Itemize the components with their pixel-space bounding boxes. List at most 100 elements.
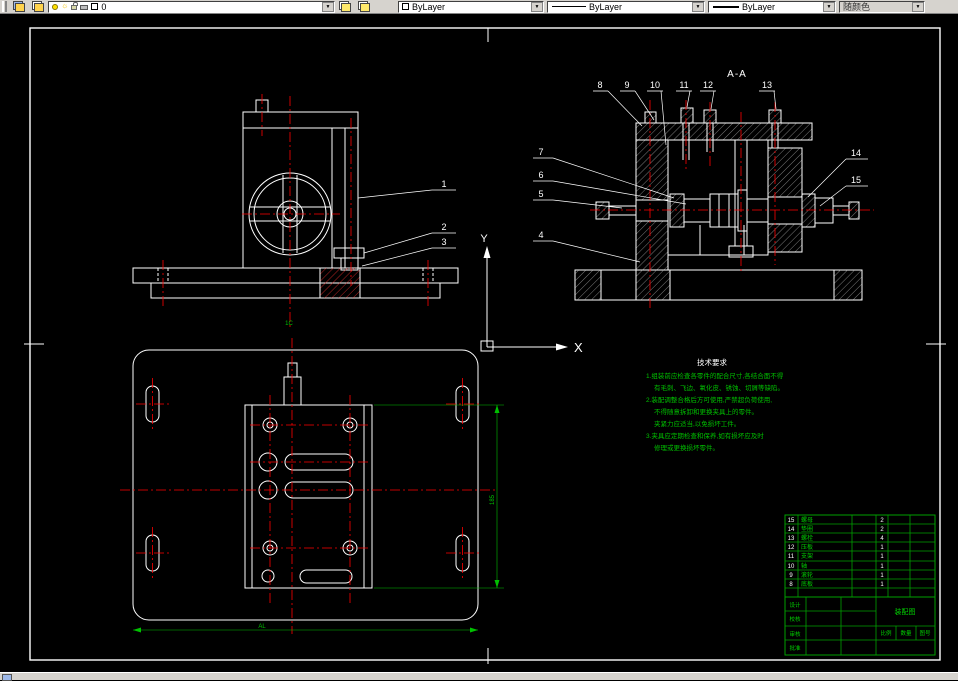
front-dim-text: 1C — [285, 321, 293, 327]
bom-name: 螺母 — [801, 516, 813, 524]
bom-qty: 1 — [880, 582, 884, 588]
bom-qty: 1 — [880, 564, 884, 570]
layer-properties-button[interactable] — [10, 0, 28, 13]
sign-label: 设计 — [789, 601, 801, 609]
layer-lock-icon — [71, 5, 77, 10]
callout-label: 9 — [624, 80, 629, 90]
bom-rows: 15 螺母 2 14 垫圈 2 13 螺栓 4 12 压板 1 11 支架 1 … — [788, 516, 885, 588]
color-value: ByLayer — [409, 2, 445, 12]
tech-notes-line: 2.装配调整合格后方可使用,严禁超负荷使用, — [646, 395, 772, 404]
tech-notes-line: 修理或更换损坏零件。 — [654, 443, 719, 452]
layer-plot-icon — [80, 5, 88, 10]
front-callouts: 1 2 3 — [358, 179, 456, 266]
callout-label: 13 — [762, 80, 772, 90]
bom-no: 15 — [788, 518, 795, 524]
bom-name: 轴 — [801, 562, 807, 570]
make-object-layer-button[interactable] — [336, 0, 354, 13]
bom-no: 8 — [789, 582, 793, 588]
toolbar-grip[interactable] — [2, 1, 7, 12]
info-label: 数量 — [900, 629, 912, 637]
bom-name: 滚轮 — [801, 571, 813, 579]
bom-qty: 2 — [880, 527, 884, 533]
lineweight-dropdown-arrow-icon[interactable]: ▼ — [823, 2, 835, 12]
sign-label: 审核 — [789, 630, 801, 638]
bom-name: 螺栓 — [801, 534, 813, 542]
layer-dropdown-arrow-icon[interactable]: ▼ — [322, 2, 334, 12]
model-space-canvas[interactable]: 1 2 3 1C Y X — [0, 14, 958, 672]
bom-name: 压板 — [801, 543, 813, 551]
layer-select[interactable]: 0 ▼ — [48, 1, 335, 13]
layer-previous-button[interactable] — [355, 0, 373, 13]
plan-dimension-bottom: AL — [133, 624, 478, 633]
callout-label: 15 — [851, 175, 861, 185]
layer-on-bulb-icon — [52, 4, 58, 10]
layer-states-button[interactable] — [29, 0, 47, 13]
make-object-layer-icon — [339, 1, 351, 12]
sign-label: 批准 — [789, 644, 801, 652]
lineweight-value: ByLayer — [739, 2, 775, 12]
ucs-y-label: Y — [480, 233, 488, 245]
plan-dimension-right: 185 — [374, 405, 504, 588]
ucs-icon: Y X — [480, 233, 583, 355]
layer-value: 0 — [98, 2, 106, 12]
bom-no: 12 — [788, 545, 795, 551]
callout-label: 5 — [538, 189, 543, 199]
callout-label: 6 — [538, 170, 543, 180]
object-properties-toolbar: 0 ▼ ByLayer ▼ ByLayer ▼ ByLayer ▼ 随颜色 ▼ — [0, 0, 958, 14]
callout-label: 1 — [441, 179, 446, 189]
bom-qty: 1 — [880, 545, 884, 551]
layer-freeze-sun-icon — [61, 2, 68, 10]
plan-dim-right-text: 185 — [490, 494, 496, 505]
color-select[interactable]: ByLayer ▼ — [398, 1, 544, 13]
color-dropdown-arrow-icon[interactable]: ▼ — [531, 2, 543, 12]
bom-qty: 1 — [880, 554, 884, 560]
bom-no: 11 — [788, 554, 795, 560]
layers-icon — [13, 1, 25, 12]
tech-notes-line: 3.夹具应定期检查和保养,如有损坏应及时 — [646, 431, 764, 440]
plan-centerlines — [120, 338, 496, 634]
linetype-dropdown-arrow-icon[interactable]: ▼ — [692, 2, 704, 12]
callout-label: 14 — [851, 148, 861, 158]
info-label: 图号 — [919, 629, 931, 637]
callout-label: 10 — [650, 80, 660, 90]
tech-notes: 技术要求 1.组装前应检查各零件的配合尺寸,各结合面不得 有毛刺、飞边、氧化皮、… — [646, 357, 784, 452]
linetype-value: ByLayer — [586, 2, 622, 12]
sign-label: 校核 — [789, 615, 801, 623]
bom-no: 9 — [789, 573, 793, 579]
bom-name: 底板 — [801, 580, 813, 588]
cad-drawing: 1 2 3 1C Y X — [0, 14, 958, 672]
bom-qty: 1 — [880, 573, 884, 579]
plan-view: 185 AL — [120, 338, 504, 634]
callout-label: 4 — [538, 230, 543, 240]
bom-no: 13 — [788, 536, 795, 542]
callout-label: 3 — [441, 237, 446, 247]
section-view: A-A — [533, 69, 874, 308]
layer-previous-icon — [358, 1, 370, 12]
plot-style-select[interactable]: 随颜色 ▼ — [839, 1, 925, 13]
tech-notes-line: 夹紧力应适当,以免损坏工件。 — [654, 419, 740, 428]
tech-notes-title: 技术要求 — [697, 357, 727, 367]
bom-no: 10 — [788, 564, 795, 570]
lineweight-sample-icon — [713, 6, 739, 8]
tech-notes-line: 有毛刺、飞边、氧化皮、锈蚀、切屑等缺陷。 — [654, 383, 784, 392]
bom-qty: 4 — [880, 536, 884, 542]
plan-dim-bottom-text: AL — [258, 624, 266, 630]
linetype-select[interactable]: ByLayer ▼ — [547, 1, 705, 13]
ucs-x-label: X — [574, 340, 583, 355]
tech-notes-line: 1.组装前应检查各零件的配合尺寸,各结合面不得 — [646, 371, 784, 380]
callout-label: 11 — [679, 80, 688, 90]
bom-name: 垫圈 — [801, 525, 813, 533]
plot-style-value: 随颜色 — [840, 2, 870, 12]
status-bar — [0, 672, 958, 680]
current-color-chip-icon — [402, 3, 409, 10]
title-block-labels: 设计 校核 审核 批准 装配图 比例 数量 图号 — [789, 601, 931, 652]
layer-states-icon — [32, 1, 44, 12]
linetype-sample-icon — [552, 6, 586, 7]
callout-label: 8 — [597, 80, 602, 90]
lineweight-select[interactable]: ByLayer ▼ — [708, 1, 836, 13]
bom-name: 支架 — [801, 552, 813, 560]
drawing-title: 装配图 — [895, 607, 916, 616]
tech-notes-line: 不得随意拆卸和更换夹具上的零件。 — [654, 407, 758, 416]
callout-label: 12 — [703, 80, 713, 90]
info-label: 比例 — [880, 629, 892, 637]
